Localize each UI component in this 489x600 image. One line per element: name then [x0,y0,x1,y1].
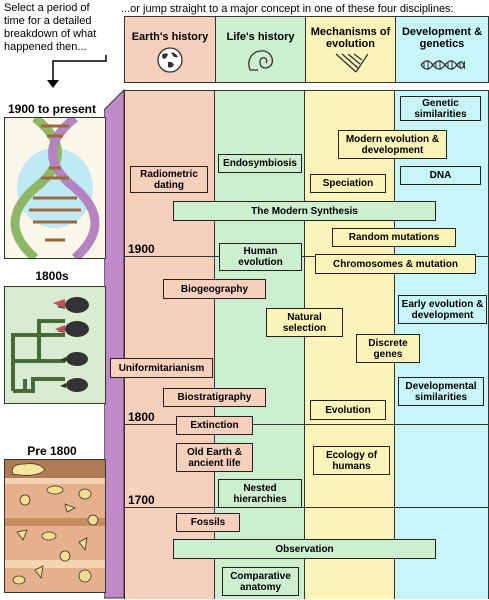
ammonite-icon [247,50,273,71]
dna-helix-image [10,114,100,262]
concept-evolution[interactable]: Evolution [310,400,386,420]
intro-left-text: Select a period of time for a detailed b… [4,2,97,53]
concept-speciation[interactable]: Speciation [310,174,386,193]
column-title: Development & genetics [401,26,483,50]
concept-comparative-anatomy[interactable]: Comparative anatomy [222,567,299,596]
concept-developmental-similarities[interactable]: Developmental similarities [398,377,484,406]
fossils-image [5,460,105,585]
concept-random-mutations[interactable]: Random mutations [332,228,456,247]
intro-top-text: ...or jump straight to a major concept i… [121,3,454,15]
line-1900 [124,256,489,257]
branching-icon [335,53,368,73]
concept-fossils[interactable]: Fossils [176,513,240,532]
line-1800 [124,424,489,425]
concept-modern-evolution[interactable]: Modern evolution & development [338,130,447,159]
concept-dna[interactable]: DNA [400,166,481,185]
concept-ecology-humans[interactable]: Ecology of humans [313,446,390,475]
column-genetics[interactable]: Development & genetics [395,16,489,83]
concept-biostratigraphy[interactable]: Biostratigraphy [163,388,266,407]
period-1900-present[interactable] [4,114,106,262]
line-1700 [124,507,489,508]
concept-discrete-genes[interactable]: Discrete genes [356,334,420,363]
column-life-history[interactable]: Life's history [215,16,306,83]
concept-radiometric-dating[interactable]: Radiometric dating [130,166,208,193]
period-pre-1800[interactable] [4,459,106,593]
earth-icon [157,47,183,73]
year-1800: 1800 [128,410,155,424]
concept-genetic-similarities[interactable]: Genetic similarities [400,96,481,121]
concept-natural-selection[interactable]: Natural selection [266,308,343,337]
year-1700: 1700 [128,493,155,507]
column-title: Earth's history [131,31,209,43]
arrow-down-icon [47,55,107,88]
timeline-top-border [124,90,489,91]
concept-biogeography[interactable]: Biogeography [163,279,266,299]
period-title: Pre 1800 [27,444,77,458]
dna-icon [420,60,465,70]
period-title: 1900 to present [7,102,97,116]
column-title: Life's history [226,31,295,43]
year-1900: 1900 [128,242,155,256]
column-mechanisms[interactable]: Mechanisms of evolution [305,16,396,83]
concept-chromosomes-mutation[interactable]: Chromosomes & mutation [315,254,476,274]
period-1800s[interactable] [4,286,106,404]
column-title: Mechanisms of evolution [310,26,391,50]
concept-human-evolution[interactable]: Human evolution [219,243,302,271]
concept-uniformitarianism[interactable]: Uniformitarianism [110,358,213,378]
concept-nested-hierarchies[interactable]: Nested hierarchies [218,479,302,508]
finch-tree-image [11,297,89,393]
period-title: 1800s [35,269,69,283]
concept-endosymbiosis[interactable]: Endosymbiosis [218,154,302,173]
column-earth-history[interactable]: Earth's history [124,16,216,83]
concept-observation[interactable]: Observation [173,539,436,559]
concept-extinction[interactable]: Extinction [176,416,253,435]
concept-early-evolution[interactable]: Early evolution & development [398,295,487,324]
concept-old-earth[interactable]: Old Earth & ancient life [176,443,253,472]
concept-modern-synthesis[interactable]: The Modern Synthesis [173,201,436,221]
